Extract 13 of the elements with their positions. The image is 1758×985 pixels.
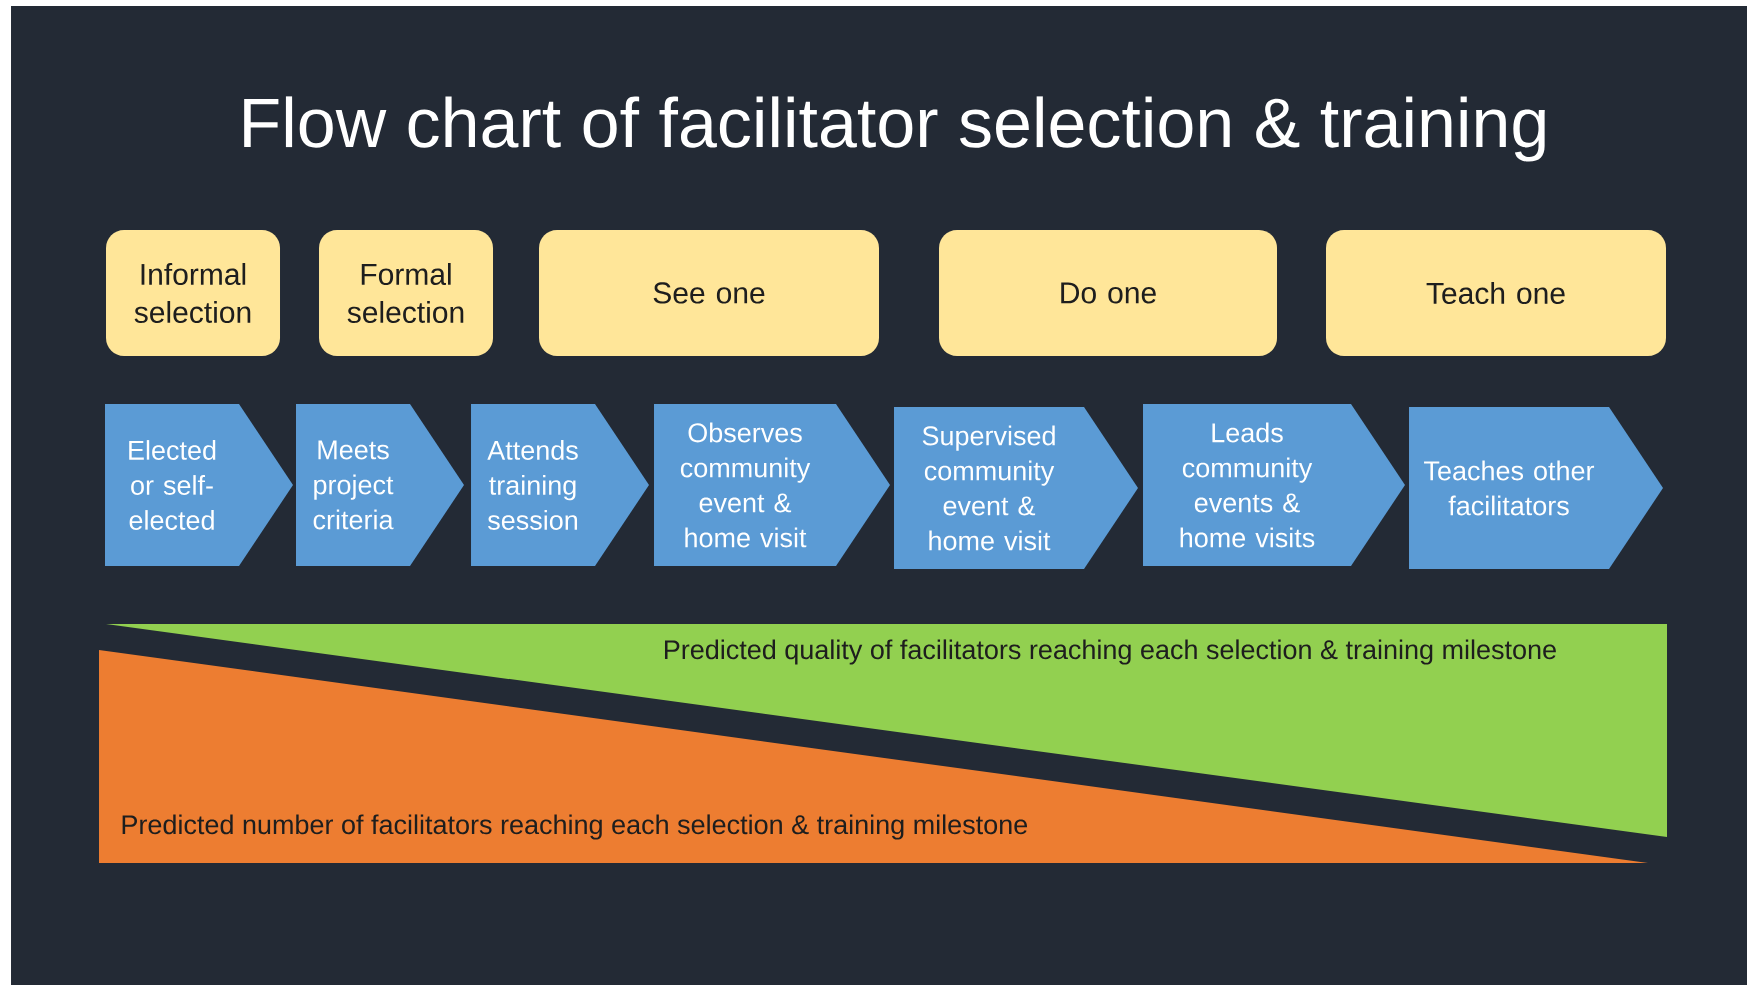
phase-box: Teach one	[1326, 230, 1666, 356]
phase-box: Formal selection	[319, 230, 493, 356]
phase-box: Do one	[939, 230, 1277, 356]
process-box: Elected or self-elected	[105, 404, 293, 566]
title: Flow chart of facilitator selection & training	[244, 96, 1545, 162]
process-box: Meets project criteria	[296, 404, 464, 566]
process-box: Supervised community event & home visit	[894, 407, 1138, 569]
process-box: Attends training session	[471, 404, 649, 566]
process-box: Teaches other facilitators	[1409, 407, 1663, 569]
phase-box: See one	[539, 230, 879, 356]
process-box: Observes community event & home visit	[654, 404, 890, 566]
process-box: Leads community events & home visits	[1143, 404, 1405, 566]
phase-box: Informal selection	[106, 230, 280, 356]
